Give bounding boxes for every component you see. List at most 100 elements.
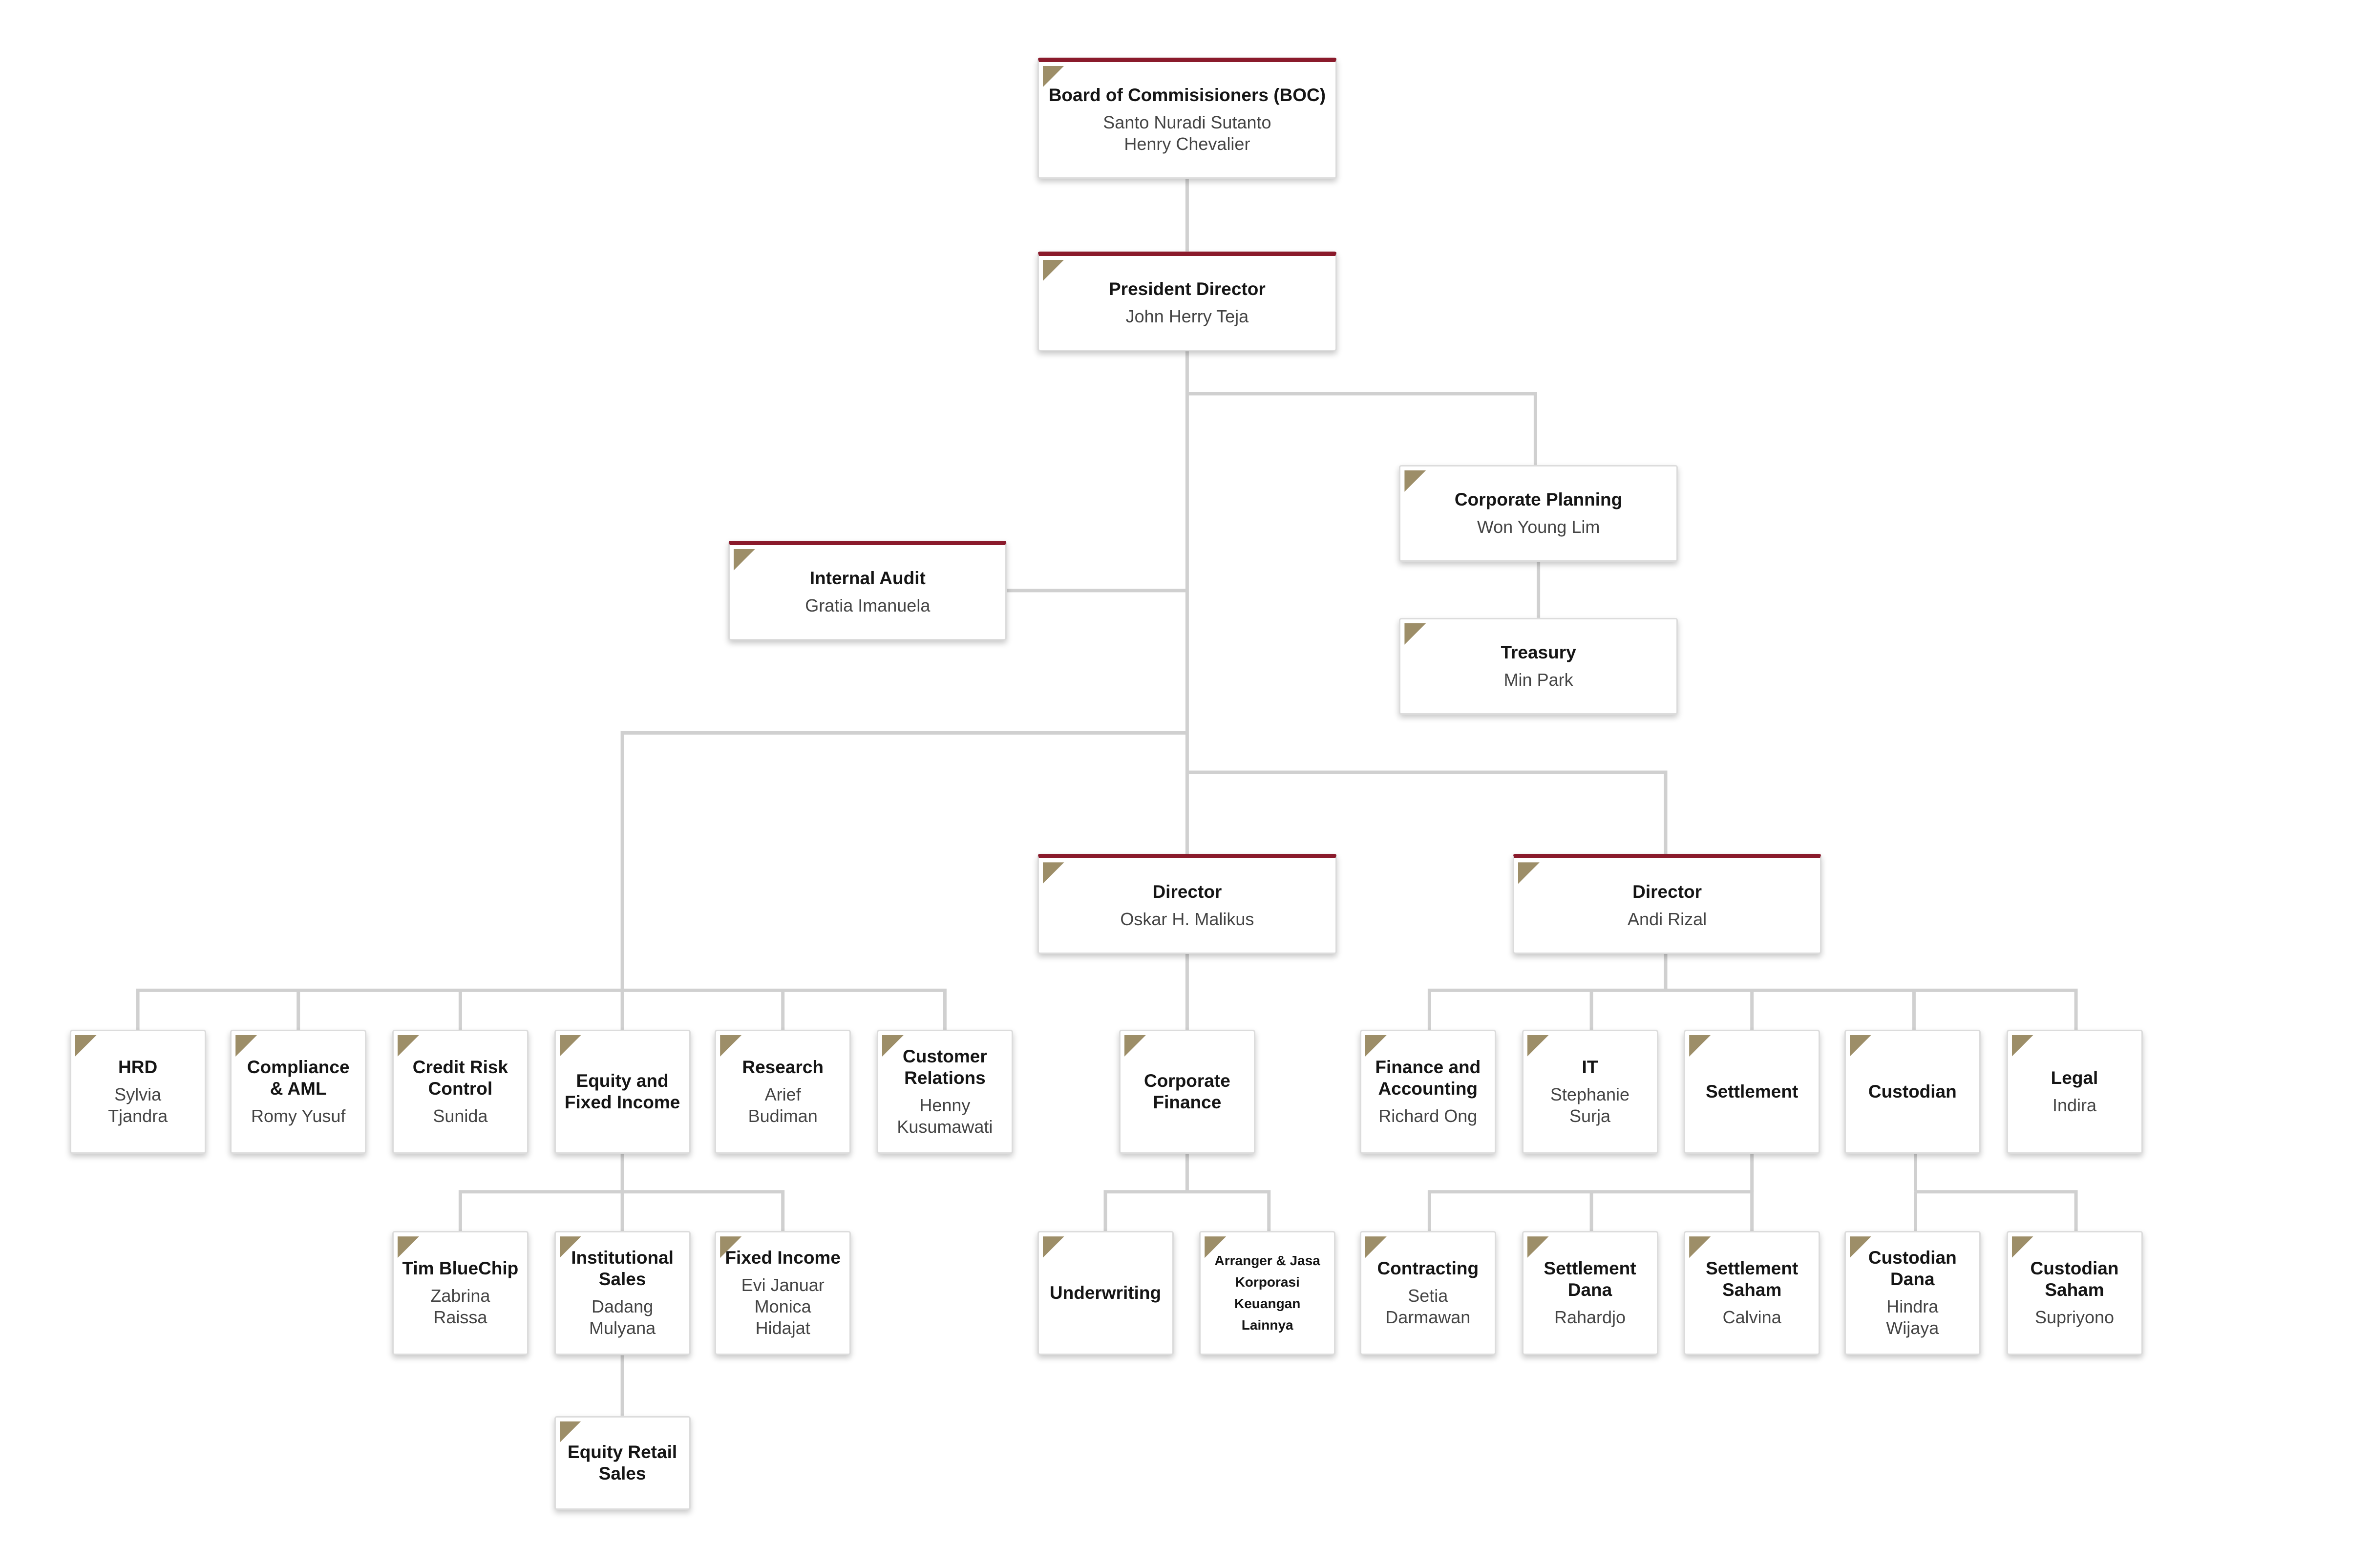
connector-line [136,988,947,1030]
corner-tag-icon [75,1035,97,1057]
org-box-boc: Board of Commisisioners (BOC) Santo Nurad… [1037,57,1337,179]
corner-tag-icon [720,1035,742,1057]
node-title: Internal Audit [809,568,926,588]
corner-tag-icon [1404,623,1426,645]
node-title: Contracting [1377,1258,1479,1279]
node-title: Custodian Dana [1868,1248,1957,1290]
corner-tag-icon [734,549,756,571]
corner-tag-icon [397,1035,419,1057]
node-title: Custodian Saham [2030,1258,2119,1300]
node-title: Finance and Accounting [1375,1057,1481,1099]
corner-tag-icon [397,1236,419,1258]
node-name: Henny Kusumawati [897,1095,993,1137]
org-box-corporate-finance: Corporate Finance [1119,1030,1255,1154]
node-title: Treasury [1501,642,1576,662]
org-box-custodian: Custodian [1844,1030,1981,1154]
corner-tag-icon [235,1035,257,1057]
corner-tag-icon [1124,1035,1146,1057]
node-name: Sunida [433,1106,488,1126]
node-name: Santo Nuradi Sutanto Henry Chevalier [1103,112,1271,154]
connector-line [458,1190,785,1231]
node-title: Compliance & AML [247,1057,350,1099]
node-name: Hindra Wijaya [1886,1296,1939,1338]
corner-tag-icon [1518,862,1540,884]
corner-tag-icon [882,1035,904,1057]
corner-tag-icon [559,1421,581,1443]
node-name: Dadang Mulyana [589,1296,656,1338]
node-title: Corporate Planning [1454,489,1623,509]
corner-tag-icon [1404,470,1426,492]
node-title: Equity and Fixed Income [564,1071,680,1113]
corner-tag-icon [1042,1236,1064,1258]
org-box-underwriting: Underwriting [1037,1231,1174,1356]
node-title: Settlement [1706,1081,1799,1102]
org-box-settlement: Settlement [1684,1030,1820,1154]
corner-tag-icon [559,1035,581,1057]
node-title: Tim BlueChip [402,1258,519,1279]
org-box-equity-fixed: Equity and Fixed Income [554,1030,691,1154]
node-title: Credit Risk Control [412,1057,508,1099]
corner-tag-icon [1689,1236,1711,1258]
connector-line [620,731,1187,1030]
node-title: Settlement Dana [1544,1258,1636,1300]
corner-tag-icon [1365,1035,1387,1057]
node-title: President Director [1109,278,1266,299]
node-name: Gratia Imanuela [805,595,931,615]
corner-tag-icon [1365,1236,1387,1258]
node-title: Fixed Income [725,1248,841,1268]
node-name: Zabrina Raissa [430,1286,490,1328]
node-name: John Herry Teja [1125,306,1249,326]
node-title: Arranger & Jasa Korporasi Keuangan Lainn… [1214,1253,1320,1333]
node-name: Supriyono [2034,1307,2115,1328]
node-title: Settlement Saham [1706,1258,1799,1300]
corner-tag-icon [2011,1236,2033,1258]
node-title: Director [1152,881,1222,902]
node-name: Rahardjo [1554,1307,1626,1328]
org-box-equity-retail: Equity Retail Sales [554,1416,691,1510]
node-name: Romy Yusuf [251,1106,346,1126]
node-name: Setia Darmawan [1385,1286,1471,1328]
org-box-compliance: Compliance & AML Romy Yusuf [230,1030,367,1154]
node-name: Sylvia Tjandra [108,1084,168,1126]
node-title: IT [1582,1057,1598,1078]
org-box-arranger: Arranger & Jasa Korporasi Keuangan Lainn… [1199,1231,1336,1356]
org-box-it: IT Stephanie Surja [1522,1030,1658,1154]
org-box-hrd: HRD Sylvia Tjandra [69,1030,206,1154]
node-name: Stephanie Surja [1550,1084,1630,1126]
corner-tag-icon [2011,1035,2033,1057]
node-title: Corporate Finance [1143,1071,1230,1113]
node-name: Richard Ong [1378,1106,1478,1126]
corner-tag-icon [1689,1035,1711,1057]
corner-tag-icon [1527,1236,1549,1258]
node-title: Custodian [1868,1081,1957,1102]
node-name: Oskar H. Malikus [1120,909,1254,929]
corner-tag-icon [1042,862,1064,884]
node-name: Evi Januar Monica Hidajat [741,1275,825,1338]
node-title: Legal [2051,1068,2098,1088]
node-title: Research [742,1057,824,1078]
node-title: Director [1632,881,1702,902]
connector-line [1915,1190,2078,1231]
corner-tag-icon [1849,1035,1871,1057]
node-title: Board of Commisisioners (BOC) [1048,85,1326,105]
node-title: HRD [118,1057,158,1078]
node-name: Calvina [1722,1307,1781,1328]
node-title: Institutional Sales [571,1248,674,1290]
corner-tag-icon [1527,1035,1549,1057]
node-title: Underwriting [1049,1283,1162,1303]
